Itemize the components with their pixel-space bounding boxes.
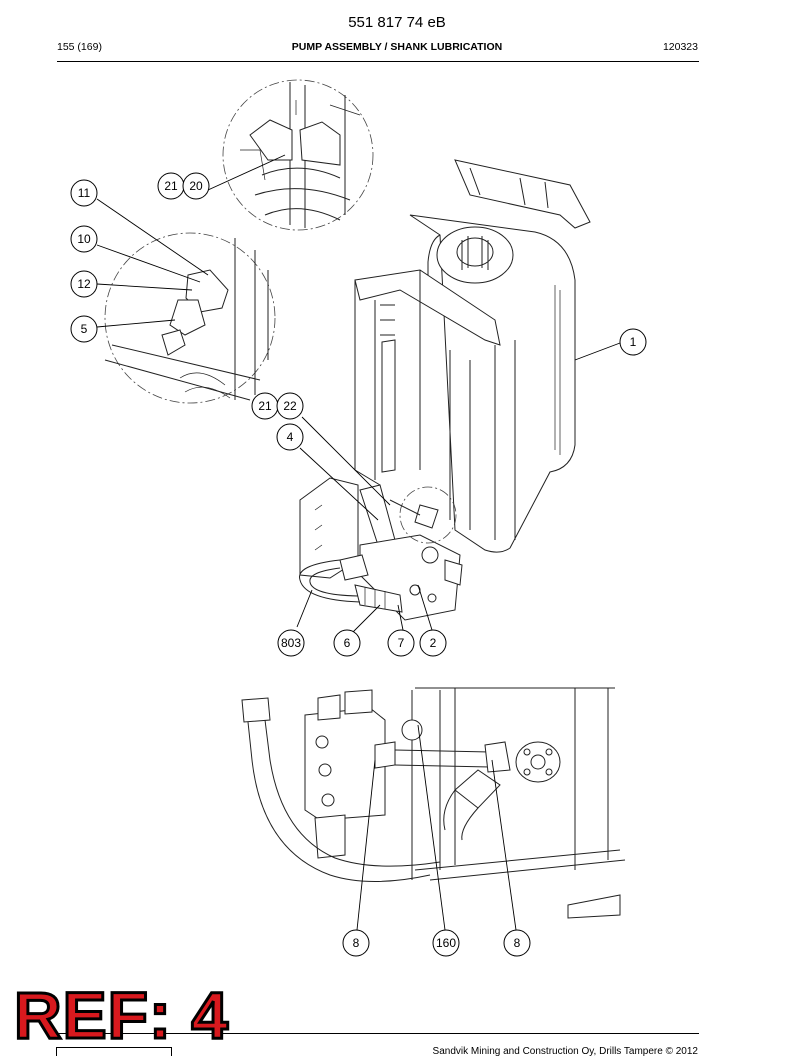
callout-20: 20 bbox=[182, 172, 210, 200]
svg-text:10: 10 bbox=[77, 232, 91, 246]
svg-text:6: 6 bbox=[344, 636, 351, 650]
callout-21-mid: 21 bbox=[251, 392, 279, 420]
tank-assembly bbox=[354, 159, 591, 553]
svg-text:8: 8 bbox=[514, 936, 521, 950]
callout-2: 2 bbox=[419, 629, 447, 657]
leader-lines-lower bbox=[356, 724, 517, 931]
page-number: 155 (169) bbox=[57, 41, 102, 53]
svg-text:2: 2 bbox=[430, 636, 437, 650]
svg-text:22: 22 bbox=[283, 399, 297, 413]
svg-text:21: 21 bbox=[164, 179, 178, 193]
svg-text:12: 12 bbox=[77, 277, 91, 291]
detail-view-left bbox=[104, 232, 276, 404]
callout-8-right: 8 bbox=[503, 929, 531, 957]
callout-4: 4 bbox=[276, 423, 304, 451]
svg-text:803: 803 bbox=[281, 636, 301, 650]
callout-7: 7 bbox=[387, 629, 415, 657]
document-code: 120323 bbox=[662, 41, 698, 53]
callout-8-left: 8 bbox=[342, 929, 370, 957]
svg-text:11: 11 bbox=[78, 186, 91, 200]
callout-160: 160 bbox=[432, 929, 460, 957]
leader-lines-upper bbox=[96, 154, 621, 633]
svg-text:160: 160 bbox=[436, 936, 456, 950]
logo-box bbox=[56, 1047, 172, 1056]
footer-divider bbox=[57, 1033, 699, 1034]
page-title: PUMP ASSEMBLY / SHANK LUBRICATION bbox=[291, 41, 503, 53]
callout-12: 12 bbox=[70, 270, 98, 298]
callout-10: 10 bbox=[70, 225, 98, 253]
pump-block bbox=[299, 477, 463, 621]
svg-text:20: 20 bbox=[189, 179, 203, 193]
svg-text:4: 4 bbox=[287, 430, 294, 444]
callout-6: 6 bbox=[333, 629, 361, 657]
header-divider bbox=[57, 61, 699, 62]
footer-copyright: Sandvik Mining and Construction Oy, Dril… bbox=[432, 1046, 698, 1057]
svg-text:7: 7 bbox=[398, 636, 405, 650]
callout-22: 22 bbox=[276, 392, 304, 420]
callout-5: 5 bbox=[70, 315, 98, 343]
svg-text:1: 1 bbox=[630, 335, 637, 349]
callout-21-top: 21 bbox=[157, 172, 185, 200]
document-number: 551 817 74 eB bbox=[348, 14, 446, 31]
svg-text:5: 5 bbox=[81, 322, 88, 336]
callout-803: 803 bbox=[277, 629, 305, 657]
detail-view-top bbox=[222, 79, 374, 231]
callout-1: 1 bbox=[619, 328, 647, 356]
svg-text:8: 8 bbox=[353, 936, 360, 950]
callout-11: 11 bbox=[70, 179, 98, 207]
svg-text:21: 21 bbox=[258, 399, 272, 413]
lower-view bbox=[241, 687, 626, 919]
ref-stamp: REF: 4 bbox=[12, 978, 230, 1052]
